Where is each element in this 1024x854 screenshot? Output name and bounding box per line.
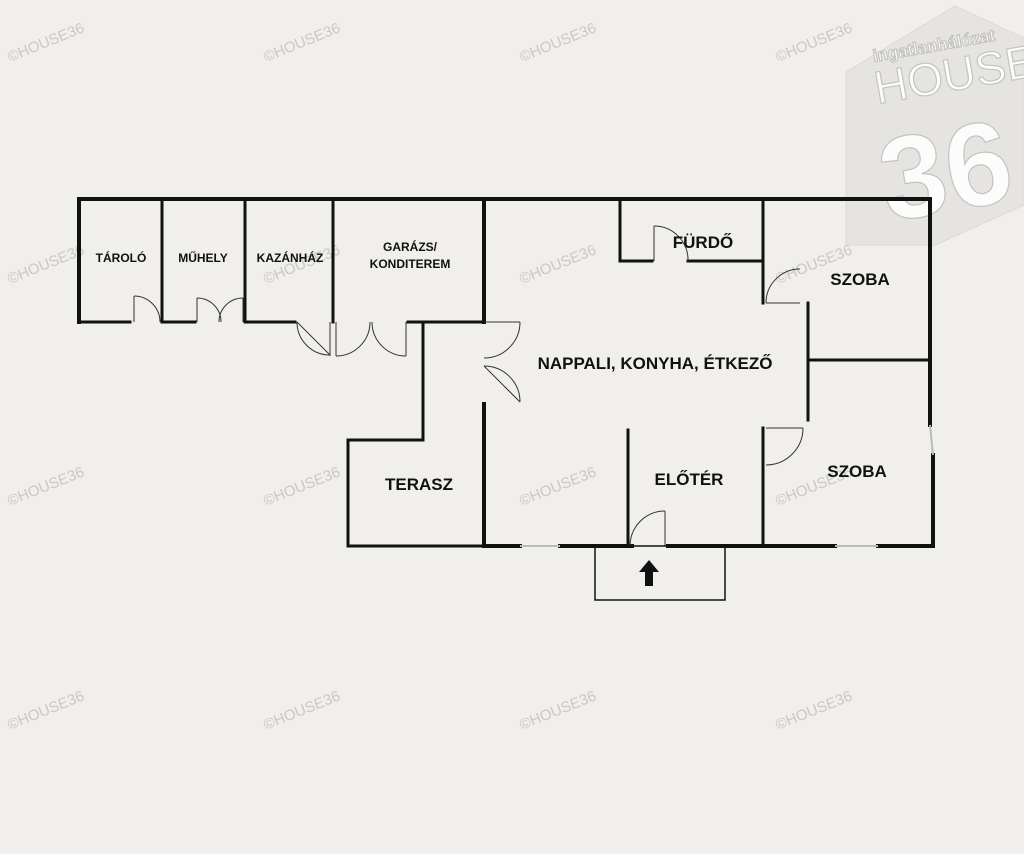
room-label-kazanhaz: KAZÁNHÁZ [257,250,324,265]
logo-tag-shape [845,5,1024,246]
watermark: ©HOUSE36 [5,688,87,734]
room-label-terasz: TERASZ [385,475,453,494]
room-label-eloter: ELŐTÉR [655,470,724,489]
watermarks: ©HOUSE36 ©HOUSE36 ©HOUSE36 ©HOUSE36 ©HOU… [5,20,855,734]
watermark: ©HOUSE36 [261,688,343,734]
room-label-garazs-line2: KONDITEREM [370,257,451,271]
house36-logo: ingatlanhálózat HOUSE 36 [845,5,1024,248]
watermark: ©HOUSE36 [517,464,599,510]
entrance-arrow-icon [639,560,659,586]
windows [520,424,934,547]
room-label-nappali: NAPPALI, KONYHA, ÉTKEZŐ [538,354,773,373]
watermark: ©HOUSE36 [773,688,855,734]
watermark: ©HOUSE36 [261,464,343,510]
watermark: ©HOUSE36 [5,464,87,510]
watermark: ©HOUSE36 [517,20,599,66]
doors [133,225,804,547]
room-label-furdo: FÜRDŐ [673,233,733,252]
room-label-muhely: MŰHELY [178,250,228,265]
entrance-step [594,545,726,601]
watermark: ©HOUSE36 [5,242,87,288]
watermark: ©HOUSE36 [773,20,855,66]
watermark: ©HOUSE36 [261,20,343,66]
walls [77,197,935,548]
room-labels: TÁROLÓ MŰHELY KAZÁNHÁZ GARÁZS/ KONDITERE… [96,233,890,494]
room-label-szoba-1: SZOBA [830,270,890,289]
room-label-tarolo: TÁROLÓ [96,250,147,265]
room-label-szoba-2: SZOBA [827,462,887,481]
watermark: ©HOUSE36 [517,242,599,288]
room-label-garazs-line1: GARÁZS/ [383,239,438,254]
watermark: ©HOUSE36 [517,688,599,734]
logo-number: 36 [870,95,1022,248]
watermark: ©HOUSE36 [5,20,87,66]
